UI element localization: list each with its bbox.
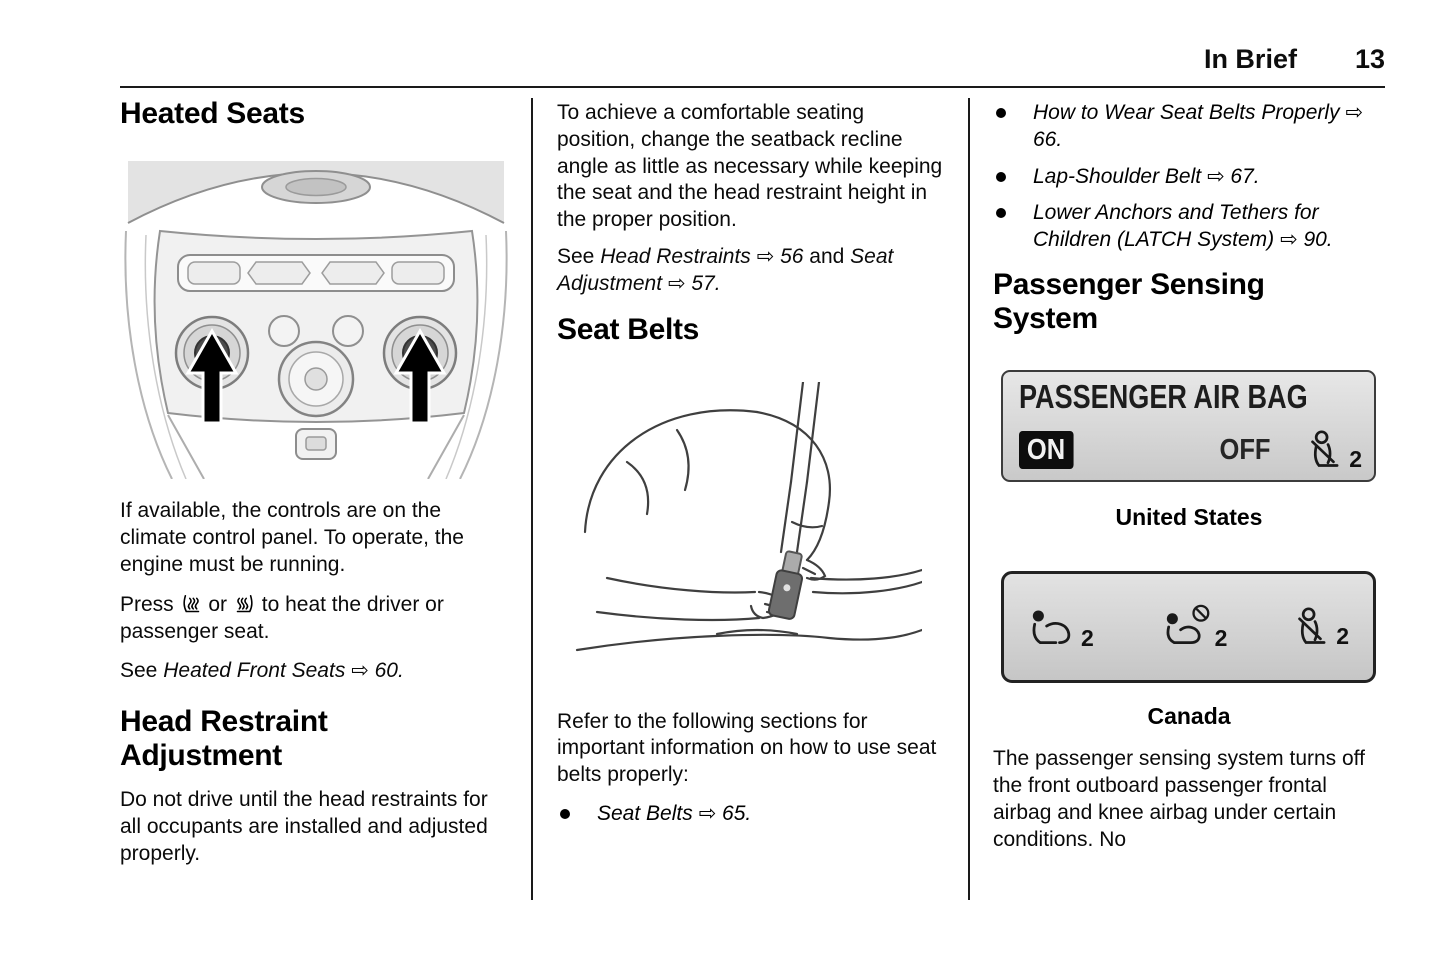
list-item: Lower Anchors and Tethers for Children (… [993,200,1385,254]
column-3: How to Wear Seat Belts Properly ⇨ 66. La… [993,97,1385,853]
crossref-title: Lap-Shoulder Belt [1033,164,1202,188]
bullet-dot [996,108,1006,118]
display-status-row: ON OFF 2 [1019,429,1362,471]
heading-heated-seats: Heated Seats [120,97,305,130]
bullet-dot [996,208,1006,219]
para-head-restraints: Do not drive until the head restraints f… [120,788,488,865]
column-1: Heated Seats [120,97,512,867]
para-refer-sections: Refer to the following sections for impo… [557,709,937,787]
bullet-dot [996,171,1006,182]
airbag-off-icon-group: 2 [1162,604,1228,652]
list-item-text: How to Wear Seat Belts Properly ⇨ 66. [1033,100,1385,154]
para-seating-position: To achieve a comfortable seating positio… [557,101,943,232]
crossref-page: ⇨ 60. [351,659,404,683]
text-segment: and [809,244,845,268]
list-item: Seat Belts ⇨ 65. [557,801,947,828]
heading-head-restraint-adjustment: Head Restraint Adjustment [120,704,328,772]
column-2: To achieve a comfortable seating positio… [557,97,947,838]
header-rule [120,86,1385,88]
icon-badge: 2 [1349,446,1362,473]
belted-passenger-icon [1311,430,1339,468]
list-item-text: Lap-Shoulder Belt ⇨ 67. [1033,164,1260,191]
crossref-title: Seat Belts [597,801,693,825]
crossref-page: ⇨ 65. [698,801,752,825]
airbag-on-icon-group: 2 [1028,604,1094,650]
crossref-title: Heated Front Seats [163,659,346,683]
up-arrow-icons [185,328,447,425]
seat-belt-topics-list: How to Wear Seat Belts Properly ⇨ 66. La… [993,100,1385,254]
icon-badge: 2 [1336,623,1349,650]
bullet-dot [560,808,570,819]
person-buckling-seat-belt-drawing [575,380,924,651]
list-item-text: Lower Anchors and Tethers for Children (… [1033,200,1385,254]
caption-united-states: United States [1115,504,1263,531]
crossref-head-restraints: See Head Restraints ⇨ 56 and Seat Adjust… [557,244,947,298]
crossref-page: ⇨ 66. [1033,101,1364,151]
list-item: Lap-Shoulder Belt ⇨ 67. [993,164,1385,191]
heading-seat-belts: Seat Belts [557,313,700,347]
heading-passenger-sensing-system: Passenger Sensing System [993,267,1265,336]
text-segment: See [557,244,595,268]
crossref-page: ⇨ 57. [667,271,721,295]
text-segment: Press [120,593,174,617]
seat-belt-buckle [767,550,804,620]
belted-passenger-icon [1298,607,1326,645]
climate-control-panel-drawing [124,161,508,480]
crossref-page: ⇨ 67. [1206,164,1260,188]
icon-badge: 2 [1214,625,1228,652]
crossref-page: ⇨ 90. [1280,228,1333,252]
para-heated-seats-controls: If available, the controls are on the cl… [120,499,464,576]
seat-belt-ref-list: Seat Belts ⇨ 65. [557,801,947,828]
crossref-title: How to Wear Seat Belts Properly [1033,101,1340,124]
seat-belt-illustration [567,380,947,687]
para-passenger-sensing: The passenger sensing system turns off t… [993,747,1365,851]
crossref-title: Lower Anchors and Tethers for Children (… [1033,201,1319,252]
caption-canada: Canada [1147,703,1231,730]
text-segment: to heat the driver or passenger seat. [120,593,444,644]
climate-control-illustration [120,161,512,485]
airbag-off-indicator: OFF [1219,433,1271,466]
passenger-airbag-display-us: PASSENGER AIR BAG ON OFF 2 [1001,370,1376,483]
column-divider-1 [531,98,533,900]
text-segment: See [120,659,158,683]
crossref-title: Seat Adjustment [557,244,894,295]
airbag-off-icon [1166,604,1209,645]
section-title: In Brief [1203,44,1297,74]
text-segment: or [208,593,228,617]
crossref-page: ⇨ 56 [756,244,804,268]
belted-passenger-icon-group: 2 [1308,429,1362,471]
crossref-heated-front-seats: See Heated Front Seats ⇨ 60. [120,658,512,685]
list-item-text: Seat Belts ⇨ 65. [597,801,751,828]
passenger-airbag-display-canada: 2 2 [1001,571,1376,684]
canada-icon-row: 2 2 [1004,574,1373,680]
display-title: PASSENGER AIR BAG [1019,378,1308,416]
para-press-to-heat: Press or to heat the driver or passe [120,592,512,646]
airbag-deploy-icon [1032,610,1071,645]
page-number: 13 [1354,44,1385,74]
column-divider-2 [968,98,970,900]
crossref-title: Head Restraints [600,244,751,268]
belted-passenger-icon-group: 2 [1295,606,1349,648]
page-header: In Brief 13 [120,44,1385,75]
heated-driver-seat-icon [182,595,199,613]
airbag-on-indicator: ON [1019,431,1074,470]
list-item: How to Wear Seat Belts Properly ⇨ 66. [993,100,1385,154]
heated-passenger-seat-icon [236,595,253,613]
icon-badge: 2 [1081,625,1094,652]
